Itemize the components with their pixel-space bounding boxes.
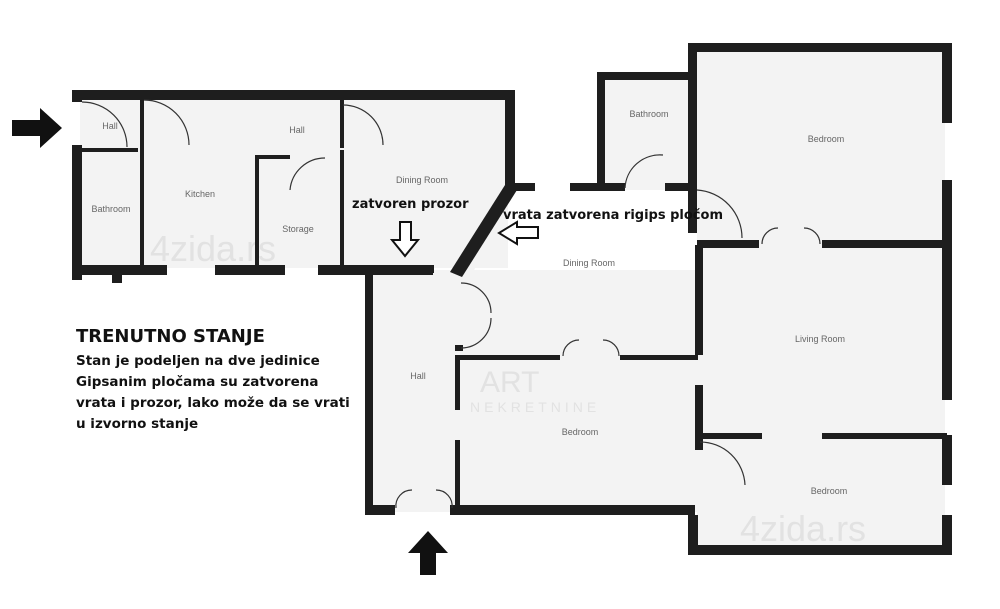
watermark-4zida-2: 4zida.rs (740, 508, 866, 549)
current-state-line: u izvorno stanje (76, 416, 199, 432)
floors (80, 50, 945, 548)
door-swings (81, 99, 821, 509)
room-label-bedroom-bottom: Bedroom (811, 486, 848, 496)
current-state-note: TRENUTNO STANJE Stan je podeljen na dve … (76, 326, 350, 435)
annotation-closed-window: zatvoren prozor (352, 197, 469, 212)
room-label-dining-right: Dining Room (563, 258, 615, 268)
current-state-line: vrata i prozor, lako može da se vrati (76, 395, 350, 411)
walls (72, 43, 952, 555)
room-label-bedroom-top: Bedroom (808, 134, 845, 144)
room-label-hall-entry: Hall (102, 121, 118, 131)
entrance-arrow-right-icon (12, 108, 62, 148)
arrow-down-outline-icon (389, 221, 421, 258)
watermarks: 4zida.rs 4zida.rs ART NEKRETNINE (150, 228, 866, 549)
room-label-bathroom-left: Bathroom (91, 204, 130, 214)
watermark-nekretnine: NEKRETNINE (470, 399, 600, 415)
room-label-dining-left: Dining Room (396, 175, 448, 185)
room-label-storage: Storage (282, 224, 314, 234)
current-state-line: Gipsanim pločama su zatvorena (76, 374, 319, 390)
current-state-title: TRENUTNO STANJE (76, 326, 265, 347)
room-label-bathroom-right: Bathroom (629, 109, 668, 119)
room-label-living-room: Living Room (795, 334, 845, 344)
arrow-left-outline-icon (497, 220, 539, 246)
room-label-kitchen: Kitchen (185, 189, 215, 199)
current-state-line: Stan je podeljen na dve jedinice (76, 353, 320, 369)
room-label-hall-upper: Hall (289, 125, 305, 135)
room-label-bedroom-middle: Bedroom (562, 427, 599, 437)
annotation-closed-door: vrata zatvorena rigips pločom (503, 208, 723, 223)
room-label-hall-lower: Hall (410, 371, 426, 381)
watermark-art: ART (480, 366, 539, 399)
entrance-arrow-up-icon (408, 531, 448, 575)
